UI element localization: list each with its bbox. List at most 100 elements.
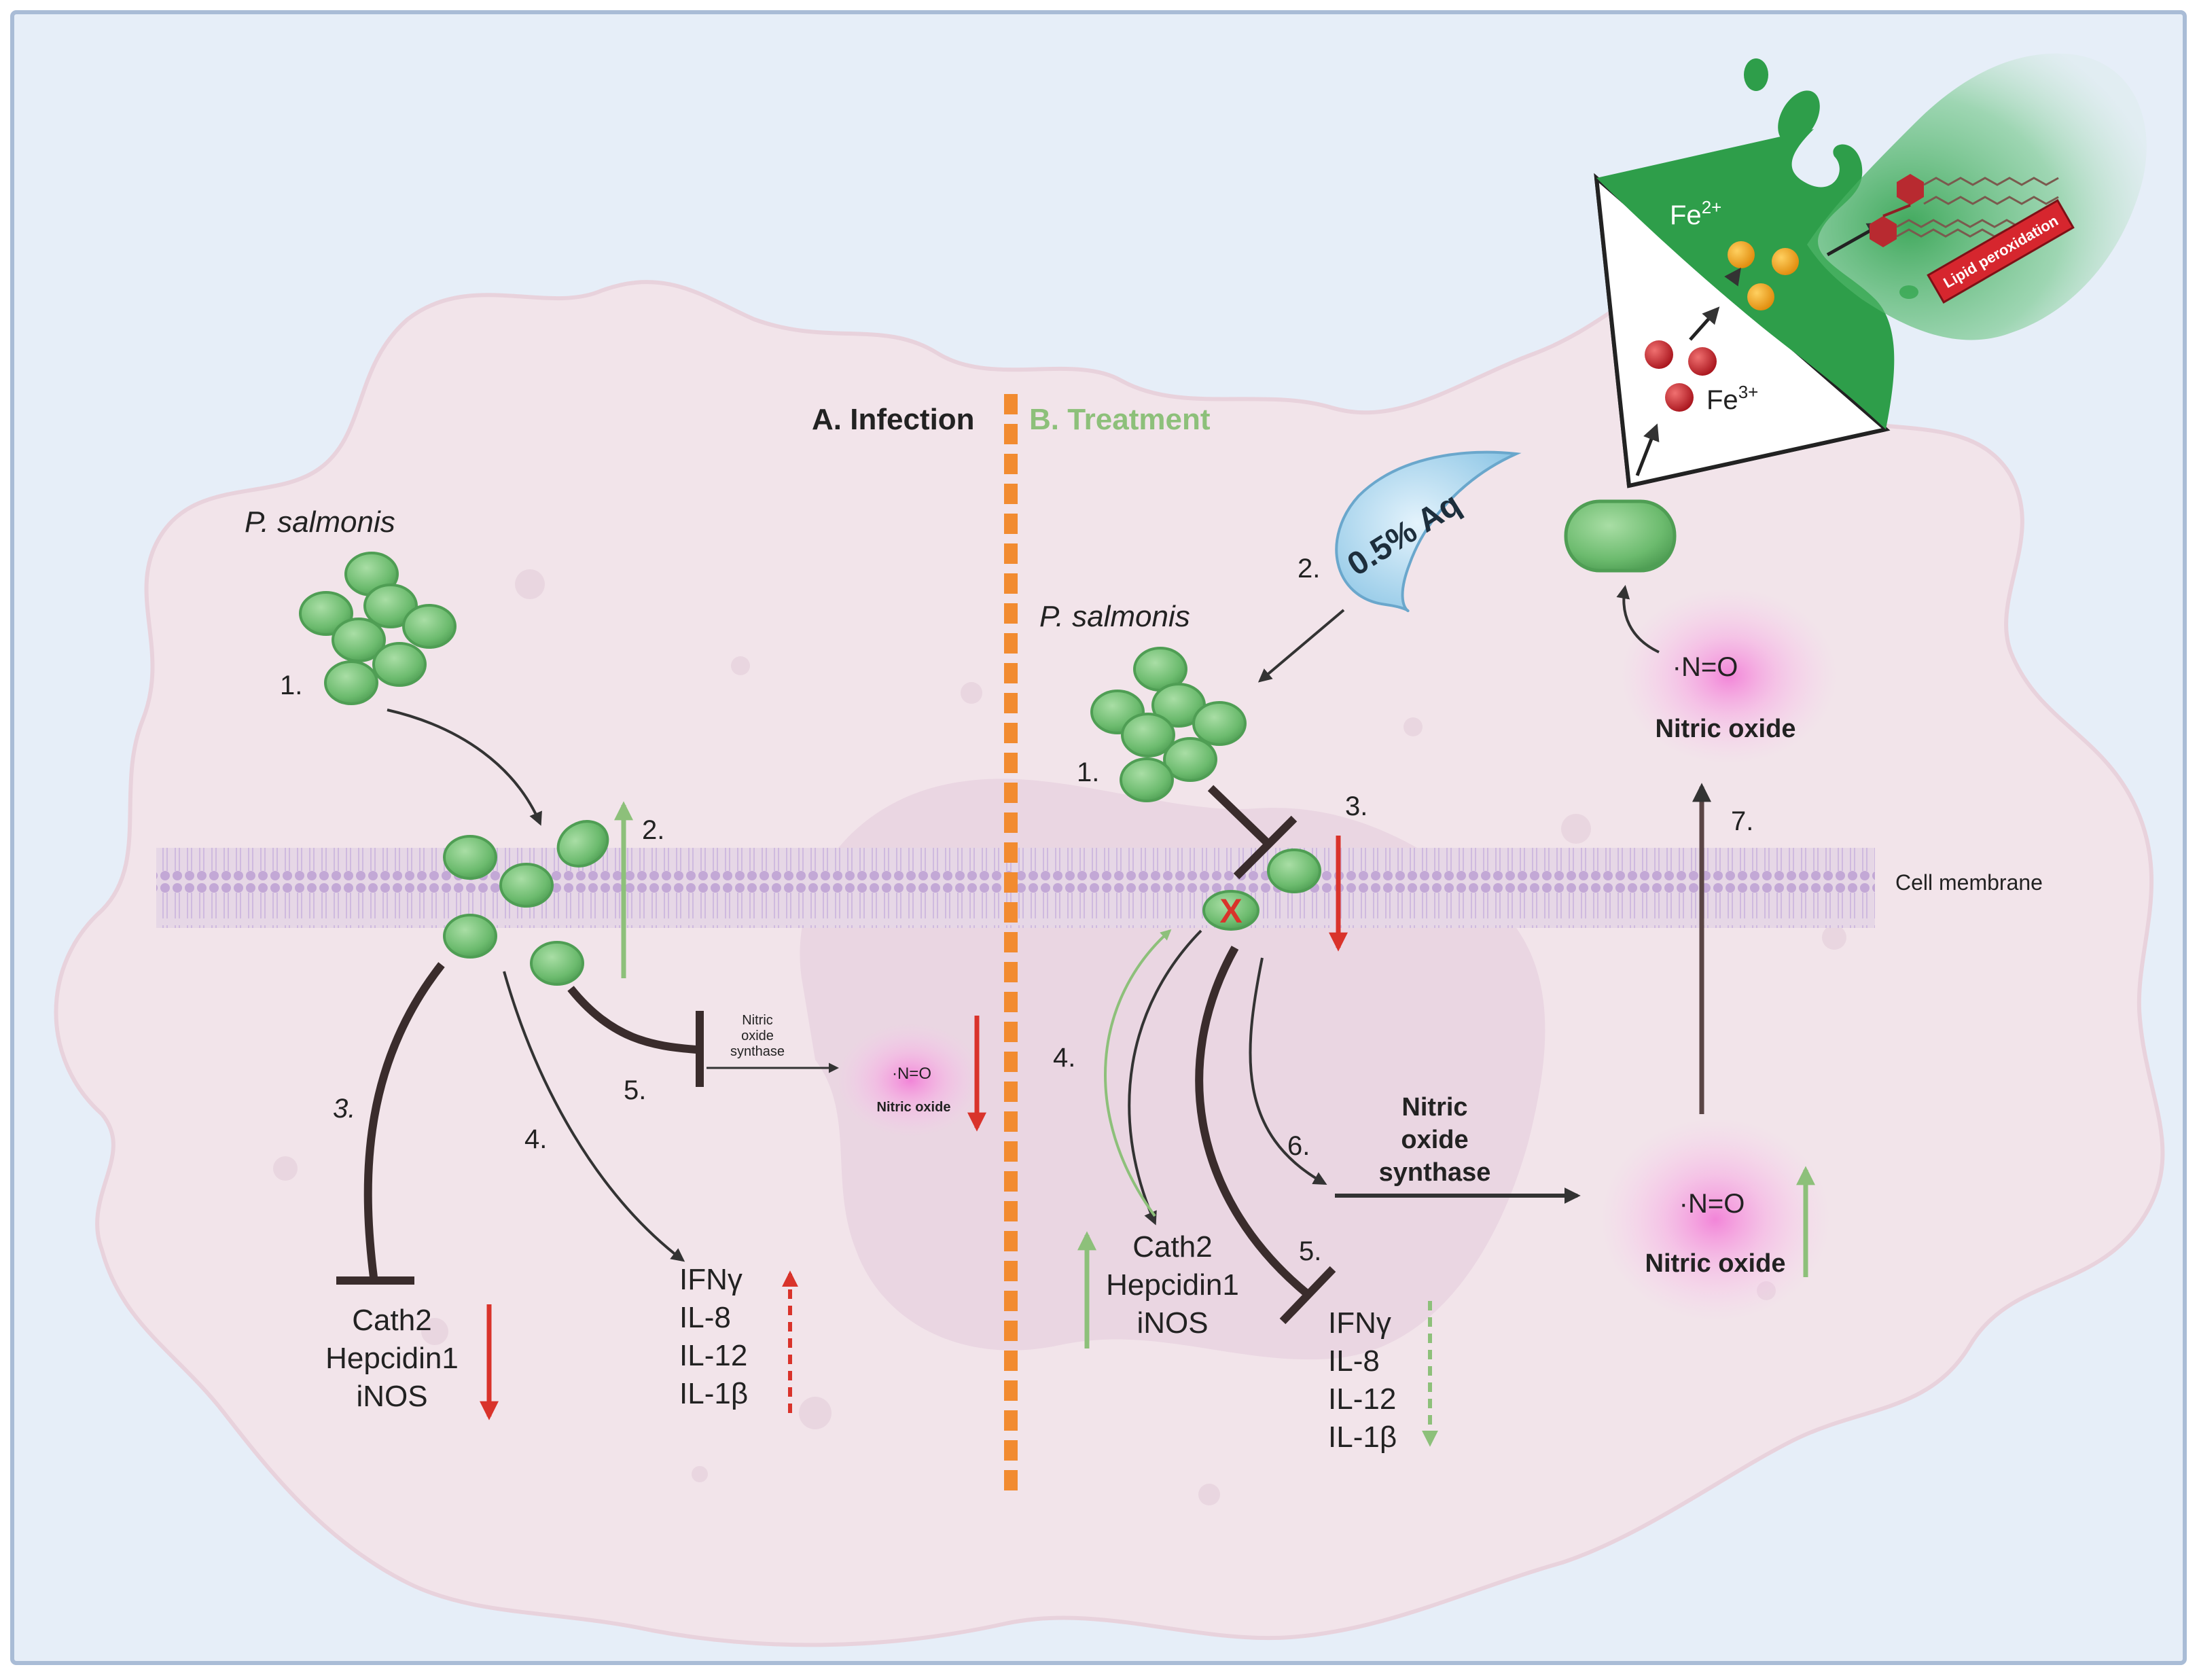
fe2-ion bbox=[1772, 248, 1799, 275]
infection-nitric-oxide-glow bbox=[836, 1022, 985, 1138]
treatment-step-7: 7. bbox=[1731, 806, 1753, 836]
inset-spray-cloud bbox=[1807, 53, 2147, 340]
upper-no-label: Nitric oxide bbox=[1656, 715, 1796, 743]
infection-no-label: Nitric oxide bbox=[877, 1100, 951, 1115]
treatment-nos-label-line1: Nitric bbox=[1401, 1093, 1467, 1122]
fe3-ion bbox=[1688, 347, 1717, 376]
treatment-nitric-oxide-glow bbox=[1600, 1118, 1831, 1321]
lipid-tail bbox=[1896, 219, 2032, 228]
treatment-gene-cath2: Cath2 bbox=[1132, 1230, 1212, 1264]
bacterium bbox=[363, 584, 418, 628]
infection-nos-label-line3: synthase bbox=[730, 1044, 785, 1059]
section-infection-label: A. Infection bbox=[812, 403, 975, 436]
upper-nitric-oxide-glow bbox=[1620, 588, 1838, 764]
infection-inhibition-step3 bbox=[363, 962, 445, 1278]
treatment-cytokine-il8: IL-8 bbox=[1328, 1344, 1380, 1378]
infection-arrow-step4 bbox=[503, 971, 685, 1262]
bacterium bbox=[1192, 701, 1247, 746]
treatment-pathogen-label: P. salmonis bbox=[1039, 600, 1190, 633]
infection-entry-arrow bbox=[387, 709, 542, 826]
fe3-ion bbox=[1665, 383, 1694, 412]
bacterium bbox=[443, 914, 497, 959]
infection-gene-inos: iNOS bbox=[356, 1380, 427, 1413]
treatment-step-5: 5. bbox=[1299, 1236, 1321, 1266]
bacterium bbox=[299, 591, 353, 636]
infection-bacteria-cluster bbox=[299, 552, 457, 705]
infection-gene-cath2: Cath2 bbox=[352, 1304, 431, 1337]
infection-membrane-bacteria bbox=[443, 820, 609, 986]
bacterium bbox=[499, 863, 554, 908]
treatment-cytokine-il1b: IL-1β bbox=[1328, 1420, 1397, 1454]
blocked-bacterium bbox=[1202, 890, 1259, 931]
treatment-nos-label-line2: oxide bbox=[1401, 1126, 1468, 1154]
treatment-step-6: 6. bbox=[1287, 1131, 1310, 1161]
inset-arrow bbox=[1689, 306, 1720, 341]
fe2-ion bbox=[1747, 283, 1774, 310]
inset-arrow bbox=[1724, 267, 1741, 287]
fe2-label: Fe2+ bbox=[1670, 197, 1721, 230]
bacterium bbox=[530, 941, 584, 986]
treatment-feedback-arrow-step4 bbox=[1104, 929, 1172, 1217]
treatment-gene-inos: iNOS bbox=[1137, 1306, 1208, 1340]
infection-cytokine-il12: IL-12 bbox=[679, 1339, 747, 1372]
treatment-nos-label-line3: synthase bbox=[1379, 1158, 1491, 1187]
infection-cytokine-il1b: IL-1β bbox=[679, 1377, 748, 1410]
bacterium bbox=[1120, 757, 1174, 802]
infection-pathogen-label: P. salmonis bbox=[245, 505, 395, 539]
fe3-charge: 3+ bbox=[1738, 382, 1759, 402]
bacterium bbox=[372, 642, 427, 687]
treatment-arrow-step4 bbox=[1128, 929, 1202, 1226]
treatment-step-3: 3. bbox=[1345, 791, 1367, 821]
treatment-cytokine-il12: IL-12 bbox=[1328, 1382, 1396, 1416]
bacterium bbox=[1163, 737, 1217, 782]
zoomed-bacterium bbox=[1564, 499, 1677, 573]
lipid-headgroup bbox=[1870, 216, 1897, 247]
fe3-base: Fe bbox=[1706, 385, 1738, 415]
bacterium bbox=[332, 618, 386, 662]
infection-no-formula: ·N=O bbox=[892, 1065, 931, 1083]
lipid-link bbox=[1882, 204, 1911, 217]
bacterium bbox=[556, 820, 609, 868]
treatment-bacteria-cluster bbox=[1090, 647, 1247, 802]
treatment-step-4: 4. bbox=[1053, 1043, 1075, 1073]
lipid-tail bbox=[1923, 177, 2059, 186]
inset-arrow bbox=[1635, 423, 1660, 476]
treatment-arrow-step6 bbox=[1249, 957, 1327, 1185]
infection-step-4: 4. bbox=[524, 1124, 547, 1154]
treatment-no-label: Nitric oxide bbox=[1645, 1249, 1786, 1278]
infection-cytokine-ifng: IFNγ bbox=[679, 1263, 743, 1296]
blocked-mark: X bbox=[1219, 892, 1242, 930]
inset-splash bbox=[1778, 90, 1820, 143]
infection-step-1: 1. bbox=[280, 671, 302, 700]
inset-green-surface bbox=[1596, 129, 1895, 429]
treatment-inhibition-bar-step5 bbox=[1279, 1266, 1336, 1325]
treatment-drop-arrow bbox=[1257, 609, 1345, 683]
membrane-label: Cell membrane bbox=[1895, 870, 2043, 895]
upper-no-formula: ·N=O bbox=[1673, 652, 1738, 682]
upper-no-arrow bbox=[1616, 585, 1660, 654]
treatment-gene-hepcidin1: Hepcidin1 bbox=[1106, 1268, 1239, 1302]
infection-cytokine-il8: IL-8 bbox=[679, 1301, 731, 1334]
fe2-base: Fe bbox=[1670, 200, 1702, 230]
lipid-peroxidation-box bbox=[1927, 199, 2075, 304]
infection-nos-label-line1: Nitric bbox=[742, 1013, 773, 1028]
infection-step-3: 3. bbox=[333, 1094, 355, 1124]
aq-water-drop bbox=[1335, 450, 1522, 613]
treatment-step-1: 1. bbox=[1077, 757, 1099, 787]
fe3-label: Fe3+ bbox=[1706, 382, 1758, 415]
treatment-inhibition-entry bbox=[1207, 785, 1274, 849]
bacterium bbox=[1267, 848, 1321, 893]
infection-step-5: 5. bbox=[624, 1075, 646, 1105]
treatment-no-formula: ·N=O bbox=[1679, 1189, 1745, 1219]
treatment-inhibition-step5 bbox=[1195, 946, 1310, 1298]
section-treatment-label: B. Treatment bbox=[1029, 403, 1211, 436]
bacterium bbox=[402, 604, 457, 649]
bacterium bbox=[443, 835, 497, 880]
iron-inset: Fe2+ Fe3+ Lipid peroxidation bbox=[1594, 53, 2147, 488]
fe2-ion bbox=[1728, 241, 1755, 268]
fe2-charge: 2+ bbox=[1702, 197, 1722, 217]
lipid-headgroup bbox=[1897, 174, 1924, 205]
treatment-step-2: 2. bbox=[1298, 554, 1320, 584]
